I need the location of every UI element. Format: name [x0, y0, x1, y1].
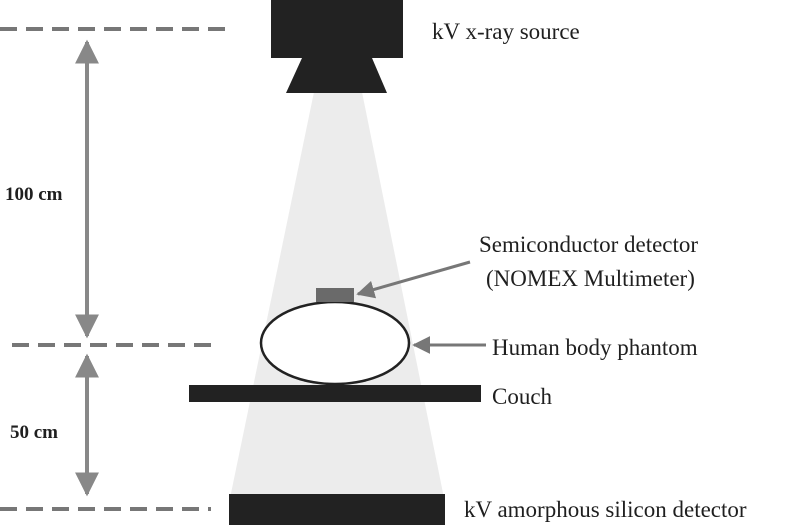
label-xray-source: kV x-ray source	[432, 19, 580, 44]
label-distance-lower: 50 cm	[10, 422, 58, 443]
couch	[189, 385, 481, 402]
label-phantom: Human body phantom	[492, 335, 698, 360]
xray-source-collimator	[286, 58, 387, 93]
human-body-phantom	[259, 300, 411, 386]
label-distance-upper: 100 cm	[5, 184, 63, 205]
amorphous-silicon-detector	[229, 494, 445, 525]
label-imager: kV amorphous silicon detector	[464, 497, 747, 522]
label-detector-line1: Semiconductor detector	[479, 232, 698, 257]
label-couch: Couch	[492, 384, 553, 409]
label-detector-line2: (NOMEX Multimeter)	[486, 266, 695, 291]
semiconductor-detector	[316, 288, 354, 302]
pointer-arrow-detector	[356, 260, 471, 299]
xray-source-housing	[271, 0, 403, 58]
